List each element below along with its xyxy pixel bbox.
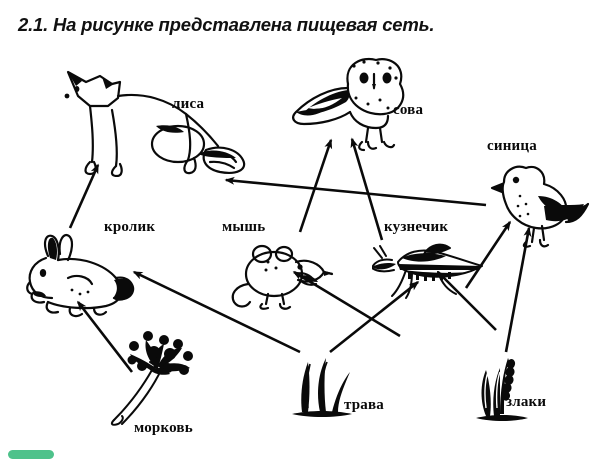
owl-icon — [292, 57, 405, 152]
node-label-carrot: морковь — [134, 420, 193, 436]
node-label-cereals: злаки — [506, 394, 547, 410]
node-grasshopper[interactable]: кузнечик — [372, 219, 492, 300]
node-label-mouse: мышь — [222, 219, 266, 235]
arrow-titmouse-to-fox — [224, 176, 487, 207]
grass-icon — [292, 358, 352, 417]
node-fox[interactable]: лиса — [60, 62, 250, 177]
node-label-owl: сова — [393, 102, 424, 118]
node-label-titmouse: синица — [487, 138, 537, 154]
node-rabbit[interactable]: кролик — [18, 219, 155, 322]
page-title: 2.1. На рисунке представлена пищевая сет… — [18, 14, 435, 35]
node-owl[interactable]: сова — [288, 54, 448, 154]
cereals-icon — [476, 358, 528, 421]
node-cereals[interactable]: злаки — [470, 356, 580, 426]
node-label-grass: трава — [344, 397, 384, 413]
arrow-grasshopper-to-owl — [350, 137, 384, 241]
node-mouse[interactable]: мышь — [222, 219, 338, 310]
node-label-grasshopper: кузнечик — [384, 219, 449, 235]
rabbit-icon — [26, 233, 135, 318]
node-grass[interactable]: трава — [292, 356, 402, 422]
grasshopper-icon — [372, 243, 483, 299]
mouse-icon — [231, 244, 334, 310]
node-carrot[interactable]: морковь — [108, 326, 208, 436]
node-label-rabbit: кролик — [104, 219, 156, 235]
node-titmouse[interactable]: синица — [482, 138, 592, 248]
node-label-fox: лиса — [172, 96, 205, 112]
fox-icon — [64, 70, 246, 177]
titmouse-icon — [490, 165, 590, 248]
carrot-icon — [110, 331, 193, 426]
green-highlight-mark — [8, 450, 54, 459]
